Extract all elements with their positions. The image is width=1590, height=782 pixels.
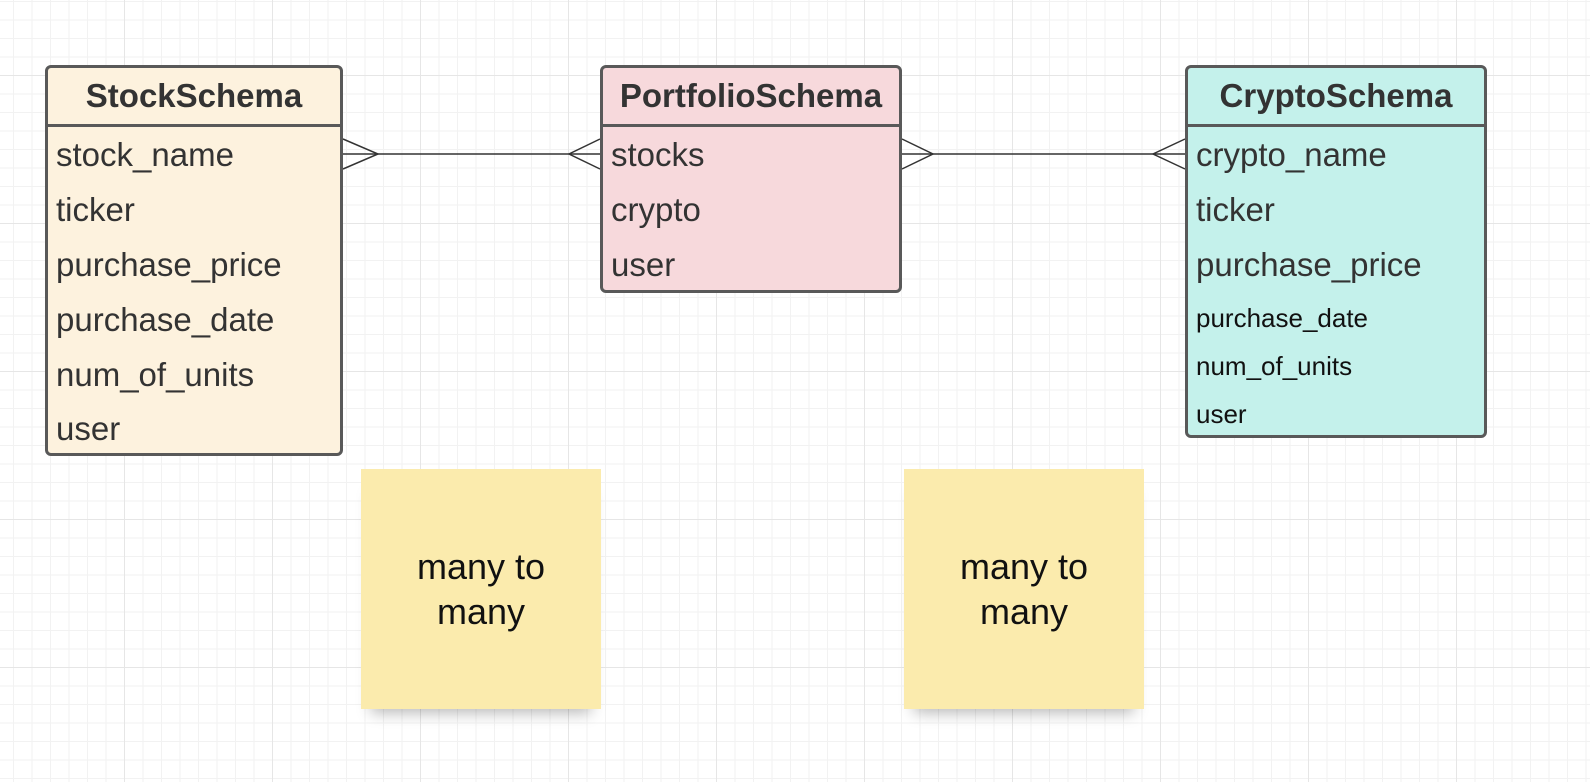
- crows-foot-many-icon: [567, 138, 601, 170]
- entity-portfolio-schema[interactable]: PortfolioSchema stocks crypto user: [600, 65, 902, 293]
- crows-foot-many-icon: [1151, 138, 1186, 170]
- field-purchase-price[interactable]: purchase_price: [56, 246, 282, 283]
- field-crypto[interactable]: crypto: [611, 191, 701, 228]
- entity-title[interactable]: StockSchema: [48, 68, 340, 127]
- relationship-portfolio-crypto[interactable]: [901, 138, 1186, 170]
- entity-title[interactable]: PortfolioSchema: [603, 68, 899, 127]
- entity-crypto-schema[interactable]: CryptoSchema crypto_name ticker purchase…: [1185, 65, 1487, 438]
- field-ticker[interactable]: ticker: [56, 191, 135, 228]
- relationship-stock-portfolio[interactable]: [342, 138, 601, 170]
- entity-stock-schema[interactable]: StockSchema stock_name ticker purchase_p…: [45, 65, 343, 456]
- field-stock-name[interactable]: stock_name: [56, 136, 234, 173]
- field-ticker[interactable]: ticker: [1196, 191, 1275, 228]
- entity-title[interactable]: CryptoSchema: [1188, 68, 1484, 127]
- field-num-of-units[interactable]: num_of_units: [1196, 351, 1353, 381]
- field-purchase-price[interactable]: purchase_price: [1196, 246, 1422, 283]
- field-user[interactable]: user: [1196, 399, 1247, 429]
- note-text: many to many: [959, 546, 1089, 632]
- field-crypto-name[interactable]: crypto_name: [1196, 136, 1387, 173]
- note-text: many to many: [416, 546, 546, 632]
- field-user[interactable]: user: [56, 410, 121, 447]
- field-purchase-date[interactable]: purchase_date: [1196, 303, 1369, 333]
- crows-foot-many-icon: [901, 138, 935, 170]
- field-purchase-date[interactable]: purchase_date: [56, 301, 275, 338]
- field-stocks[interactable]: stocks: [611, 136, 705, 173]
- field-user[interactable]: user: [611, 246, 676, 283]
- sticky-note-portfolio-crypto[interactable]: many to many: [904, 469, 1144, 709]
- sticky-note-stock-portfolio[interactable]: many to many: [361, 469, 601, 709]
- field-num-of-units[interactable]: num_of_units: [56, 356, 255, 393]
- crows-foot-many-icon: [342, 138, 380, 170]
